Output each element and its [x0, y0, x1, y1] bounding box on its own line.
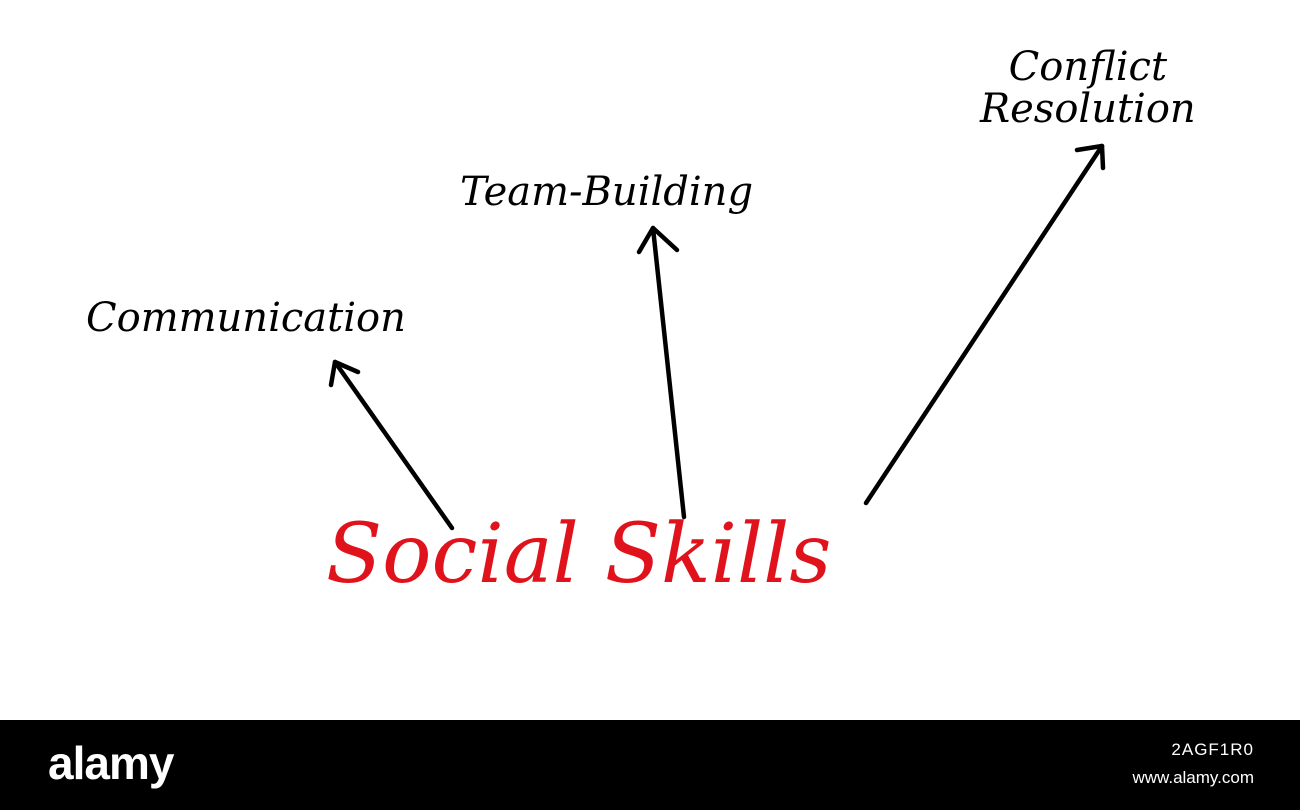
arrow-shaft: [332, 359, 455, 531]
branch-label-line: Conflict: [1008, 44, 1168, 90]
arrow-to-team-building: [636, 225, 687, 520]
branch-label-team-building: Team-Building: [460, 169, 754, 215]
arrows-layer: [328, 143, 1106, 531]
arrowhead: [328, 359, 361, 388]
watermark-bar: alamy 2AGF1R0 www.alamy.com: [0, 720, 1300, 810]
central-topic: Social Skills: [326, 507, 832, 602]
site-url: www.alamy.com: [1132, 768, 1254, 787]
image-id: 2AGF1R0: [1171, 740, 1254, 759]
branch-label-communication: Communication: [86, 295, 406, 341]
arrow-to-communication: [328, 359, 455, 531]
branch-label-line: Resolution: [980, 86, 1196, 132]
branch-label-conflict-resolution: Conflict Resolution: [980, 46, 1196, 130]
arrow-shaft: [863, 143, 1105, 506]
arrow-shaft: [650, 225, 687, 520]
arrowhead: [1074, 143, 1106, 171]
watermark-logo: alamy: [48, 737, 174, 789]
arrowhead: [636, 225, 680, 255]
arrow-to-conflict-resolution: [863, 143, 1106, 506]
